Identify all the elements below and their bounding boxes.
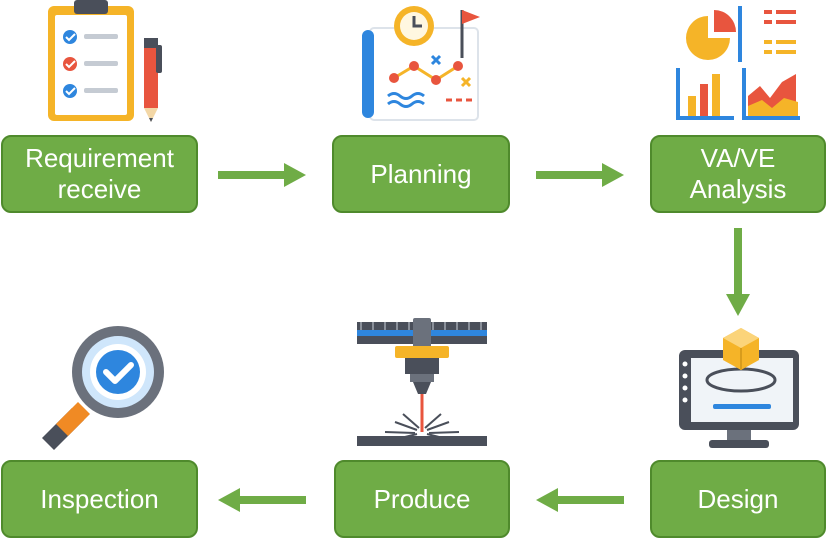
arrow-planning-to-analysis: [536, 163, 624, 187]
arrow-requirement-to-planning: [218, 163, 306, 187]
magnifier-check-icon: [42, 326, 164, 450]
step-produce-label: Produce: [373, 483, 471, 514]
step-requirement-receive-label: Requirement receive: [25, 143, 174, 204]
step-design-label: Design: [697, 483, 779, 514]
analytics-dashboard-icon: [676, 6, 800, 120]
step-produce: Produce: [334, 460, 510, 538]
step-inspection: Inspection: [1, 460, 198, 538]
step-planning-label: Planning: [370, 158, 472, 189]
step-inspection-label: Inspection: [40, 483, 159, 514]
arrow-produce-to-inspection: [218, 488, 306, 512]
step-requirement-receive: Requirement receive: [1, 135, 198, 213]
arrow-design-to-produce: [536, 488, 624, 512]
clipboard-checklist-icon: [48, 0, 162, 122]
laser-cutter-icon: [357, 318, 487, 446]
step-va-ve-analysis-label: VA/VE Analysis: [689, 143, 787, 204]
step-planning: Planning: [332, 135, 510, 213]
step-design: Design: [650, 460, 826, 538]
step-va-ve-analysis: VA/VE Analysis: [650, 135, 826, 213]
planning-chart-icon: [362, 6, 480, 121]
arrow-analysis-to-design: [726, 228, 750, 316]
cad-monitor-icon: [679, 328, 799, 448]
